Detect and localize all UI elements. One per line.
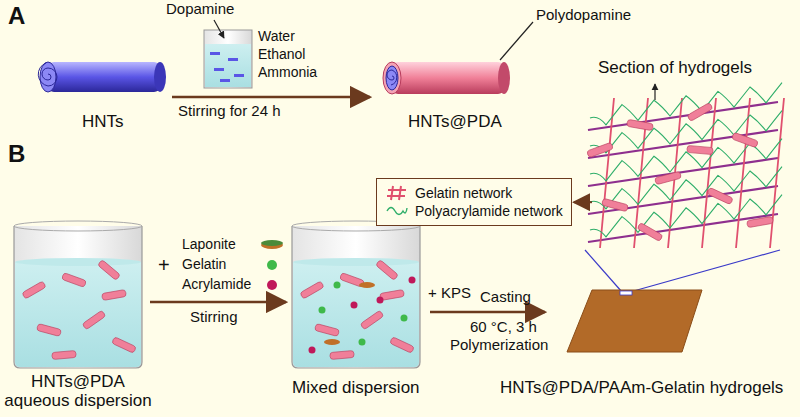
- hydrogel-network: [587, 83, 784, 248]
- projection-line: [585, 250, 622, 292]
- label: Acrylamide: [182, 276, 251, 292]
- hnt-pda-tube: [383, 62, 510, 94]
- label: Water: [258, 28, 295, 44]
- label: Polydopamine: [536, 6, 631, 23]
- label: HNTs@PDA aqueous dispersion: [0, 372, 156, 410]
- legend-text: Polyacrylamide network: [415, 202, 563, 220]
- label: Mixed dispersion: [292, 378, 420, 398]
- label: Casting: [480, 288, 531, 305]
- legend-box: Gelatin networkPolyacrylamide network: [376, 178, 572, 226]
- beaker: [204, 30, 252, 88]
- leader-arrow: [654, 84, 655, 100]
- leader-line: [500, 22, 533, 60]
- label: Laponite: [182, 236, 236, 252]
- section-marker: [620, 291, 632, 295]
- label: Polymerization: [450, 336, 548, 353]
- reaction-arrow: [430, 311, 545, 314]
- reagent-symbols: [261, 240, 283, 290]
- label: Stirring for 24 h: [178, 102, 281, 119]
- beaker: [14, 221, 142, 368]
- legend-sample: [385, 202, 409, 220]
- label: Ethanol: [258, 46, 305, 62]
- label: HNTs: [82, 112, 124, 132]
- label: Ammonia: [258, 64, 317, 80]
- pointer-arrow: [574, 201, 592, 203]
- hydrogel-slab: [567, 290, 702, 352]
- label: Gelatin: [182, 256, 226, 272]
- legend-text: Gelatin network: [415, 184, 512, 202]
- label: Stirring: [190, 308, 238, 325]
- label: HNTs@PDA/PAAm-Gelatin hydrogels: [500, 378, 783, 398]
- label: HNTs@PDA: [408, 112, 502, 132]
- reaction-arrow: [150, 301, 286, 304]
- legend-sample: [385, 184, 409, 202]
- label: Section of hydrogels: [598, 58, 752, 78]
- legend-entry: Gelatin network: [385, 184, 563, 202]
- label: B: [8, 140, 25, 168]
- label: 60 °C, 3 h: [470, 318, 537, 335]
- projection-line: [630, 250, 780, 292]
- leader-arrow: [214, 20, 224, 38]
- hnt-tube: [38, 62, 166, 92]
- legend-entry: Polyacrylamide network: [385, 202, 563, 220]
- reaction-arrow: [172, 96, 370, 99]
- label: A: [8, 2, 25, 30]
- label: +: [158, 254, 170, 277]
- beaker: [292, 221, 420, 368]
- label: Dopamine: [166, 0, 234, 17]
- label: + KPS: [428, 284, 471, 301]
